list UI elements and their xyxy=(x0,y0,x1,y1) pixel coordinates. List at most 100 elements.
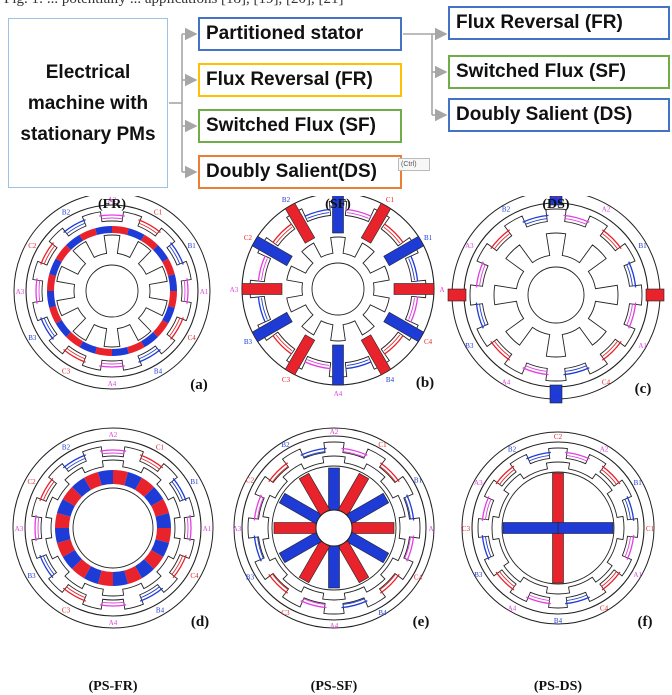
pm-segment xyxy=(66,234,83,250)
stator-tooth-profile xyxy=(31,446,195,610)
outer-frame xyxy=(233,427,435,629)
stator-outer-edge xyxy=(25,204,199,378)
stator-tooth-profile xyxy=(249,200,427,378)
phase-label: B4 xyxy=(554,617,563,625)
outer-frame xyxy=(461,431,655,625)
pm-segment xyxy=(84,471,102,490)
coil-arc xyxy=(408,297,415,320)
coil-arc xyxy=(170,317,184,340)
coil-arc xyxy=(495,571,515,591)
coil-arc xyxy=(99,604,127,607)
coil-arc xyxy=(563,367,590,376)
panel-letter: (f) xyxy=(638,614,653,630)
coil-arc xyxy=(170,242,184,265)
coil-arc xyxy=(42,555,55,575)
phase-label: B4 xyxy=(552,392,561,400)
coil-arc xyxy=(565,596,590,605)
coil-arc xyxy=(404,536,411,559)
coil-arc xyxy=(601,340,622,361)
phase-label: C3 xyxy=(452,292,461,300)
coil-arc xyxy=(272,223,293,244)
coil-arc xyxy=(62,454,87,469)
inner-stator xyxy=(72,487,154,569)
coil-arc xyxy=(342,451,365,458)
pm-spoke xyxy=(328,545,340,589)
phase-label: A4 xyxy=(334,390,343,398)
coil-arc xyxy=(307,212,330,219)
coil-arc xyxy=(601,571,617,587)
coil-arc xyxy=(62,587,87,602)
coil-arc xyxy=(303,598,326,605)
phase-label: B4 xyxy=(156,606,165,614)
stator-outer-edge xyxy=(241,435,427,621)
pm-segment xyxy=(56,539,75,557)
stator-tooth-profile xyxy=(469,208,643,382)
phase-label: A1 xyxy=(633,571,642,579)
panel-letter: (b) xyxy=(416,375,434,391)
coil-arc xyxy=(171,555,184,575)
coil-arc xyxy=(257,536,264,559)
coil-arc xyxy=(140,586,160,599)
coil-arc xyxy=(40,242,54,265)
phase-label: C2 xyxy=(28,242,37,250)
pm-bar xyxy=(502,522,559,534)
node-flux-reversal: Flux Reversal (FR) xyxy=(198,63,402,97)
shaft xyxy=(527,266,585,324)
coil-arc xyxy=(257,497,264,520)
pm-segment xyxy=(168,291,177,308)
coil-arc xyxy=(63,349,86,363)
phase-label: B2 xyxy=(62,208,71,216)
coil-arc xyxy=(475,261,484,288)
coil-arc xyxy=(566,594,588,601)
coil-arc xyxy=(39,554,54,579)
phase-label: B1 xyxy=(414,477,423,485)
stator-tooth-profile xyxy=(32,211,192,371)
pm-block xyxy=(332,344,344,386)
phase-label: C2 xyxy=(552,196,561,200)
phase-label: B1 xyxy=(424,234,433,242)
phase-label: B4 xyxy=(386,376,395,384)
coil-arc xyxy=(499,571,515,587)
pm-segment xyxy=(71,477,91,497)
phase-label: B2 xyxy=(508,445,517,453)
stator-outer-edge xyxy=(463,202,649,388)
phase-label: B4 xyxy=(154,368,163,376)
node-partitioned-stator: Partitioned stator xyxy=(198,17,402,51)
coil-arc xyxy=(300,447,327,456)
coil-arc xyxy=(186,278,189,304)
phase-label: A4 xyxy=(508,605,517,613)
coil-arc xyxy=(601,229,622,250)
coil-arc xyxy=(101,601,125,604)
pm-segment xyxy=(113,570,129,586)
pm-segment xyxy=(84,566,102,585)
coil-arc xyxy=(406,535,415,562)
pm-segment xyxy=(141,234,158,250)
coil-arc xyxy=(626,496,635,521)
coil-arc xyxy=(300,600,327,609)
coil-arc xyxy=(342,598,365,605)
coil-arc xyxy=(383,226,401,244)
outer-frame xyxy=(13,196,211,390)
panel-letter: (c) xyxy=(635,381,652,397)
coil-arc xyxy=(404,497,411,520)
node-doubly-salient: Doubly Salient(DS) xyxy=(198,155,402,189)
phase-label: C1 xyxy=(154,208,163,216)
phase-label: A3 xyxy=(233,525,242,533)
phase-label: C4 xyxy=(190,572,199,580)
pm-segment xyxy=(155,512,171,528)
coil-arc xyxy=(490,340,511,361)
pm-segment xyxy=(168,274,177,291)
pm-block xyxy=(360,202,392,244)
phase-label: A3 xyxy=(230,286,239,294)
paste-options-tag[interactable]: (Ctrl) xyxy=(398,158,430,171)
panel-bottom-label: (PS-DS) xyxy=(534,679,583,694)
phase-label: B2 xyxy=(62,444,71,452)
phase-label: B2 xyxy=(281,441,290,449)
coil-arc xyxy=(34,514,37,542)
phase-label: C1 xyxy=(646,525,655,533)
coil-arc xyxy=(168,317,181,337)
coil-arc xyxy=(304,361,331,370)
